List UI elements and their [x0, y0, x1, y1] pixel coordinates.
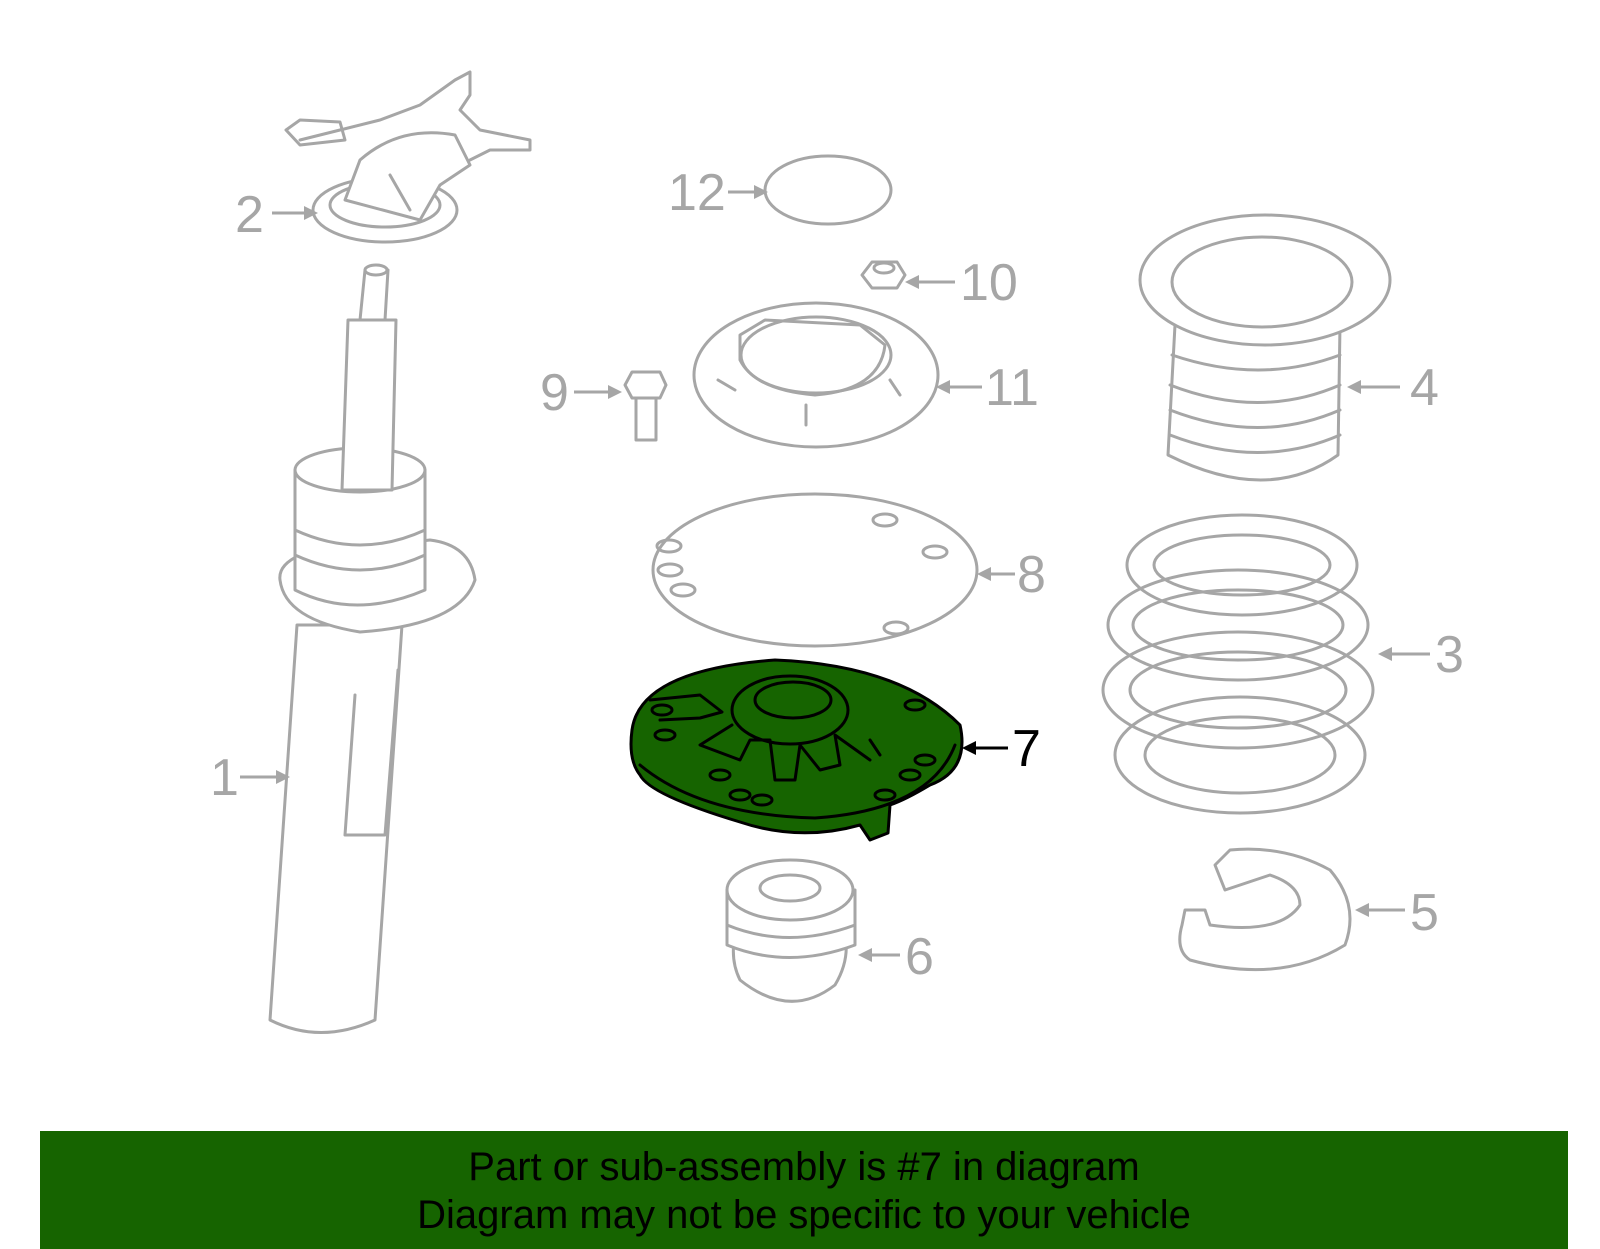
part-6-bumpstop — [725, 858, 857, 1003]
part-12-ring — [763, 154, 893, 226]
callout-2: 2 — [235, 186, 318, 244]
svg-text:6: 6 — [905, 928, 934, 986]
svg-text:11: 11 — [985, 359, 1039, 417]
banner-line-2: Diagram may not be specific to your vehi… — [417, 1193, 1191, 1237]
svg-text:3: 3 — [1435, 626, 1464, 684]
callout-4: 4 — [1347, 359, 1439, 417]
part-1-strut — [268, 263, 477, 1034]
callout-1: 1 — [210, 749, 290, 807]
callout-9: 9 — [540, 364, 622, 422]
callout-3: 3 — [1378, 626, 1464, 684]
part-3-spring — [1101, 513, 1375, 815]
part-7-mount-highlighted — [629, 658, 964, 842]
callout-11: 11 — [936, 359, 1039, 417]
svg-text:1: 1 — [210, 749, 239, 807]
svg-text:12: 12 — [668, 164, 726, 222]
part-9-bolt — [623, 370, 668, 442]
part-2-mount — [284, 70, 532, 244]
svg-text:10: 10 — [960, 254, 1018, 312]
svg-text:8: 8 — [1017, 546, 1046, 604]
callout-8: 8 — [977, 546, 1046, 604]
callout-5: 5 — [1355, 884, 1439, 942]
svg-text:5: 5 — [1410, 884, 1439, 942]
svg-text:4: 4 — [1410, 359, 1439, 417]
svg-text:9: 9 — [540, 364, 569, 422]
callout-10: 10 — [905, 254, 1018, 312]
parts-diagram: 1 2 12 10 11 9 4 8 3 — [210, 70, 1464, 1034]
part-8-plate — [651, 492, 979, 648]
part-5-seat — [1178, 847, 1352, 972]
part-10-nut — [860, 260, 907, 290]
svg-text:7: 7 — [1012, 720, 1041, 778]
svg-text:2: 2 — [235, 186, 264, 244]
callout-7: 7 — [962, 720, 1041, 778]
callout-6: 6 — [858, 928, 934, 986]
banner-line-1: Part or sub-assembly is #7 in diagram — [468, 1145, 1140, 1189]
callout-12: 12 — [668, 164, 768, 222]
info-banner: Part or sub-assembly is #7 in diagram Di… — [40, 1131, 1568, 1249]
part-11-seat — [692, 301, 940, 449]
part-4-boot — [1138, 213, 1392, 482]
